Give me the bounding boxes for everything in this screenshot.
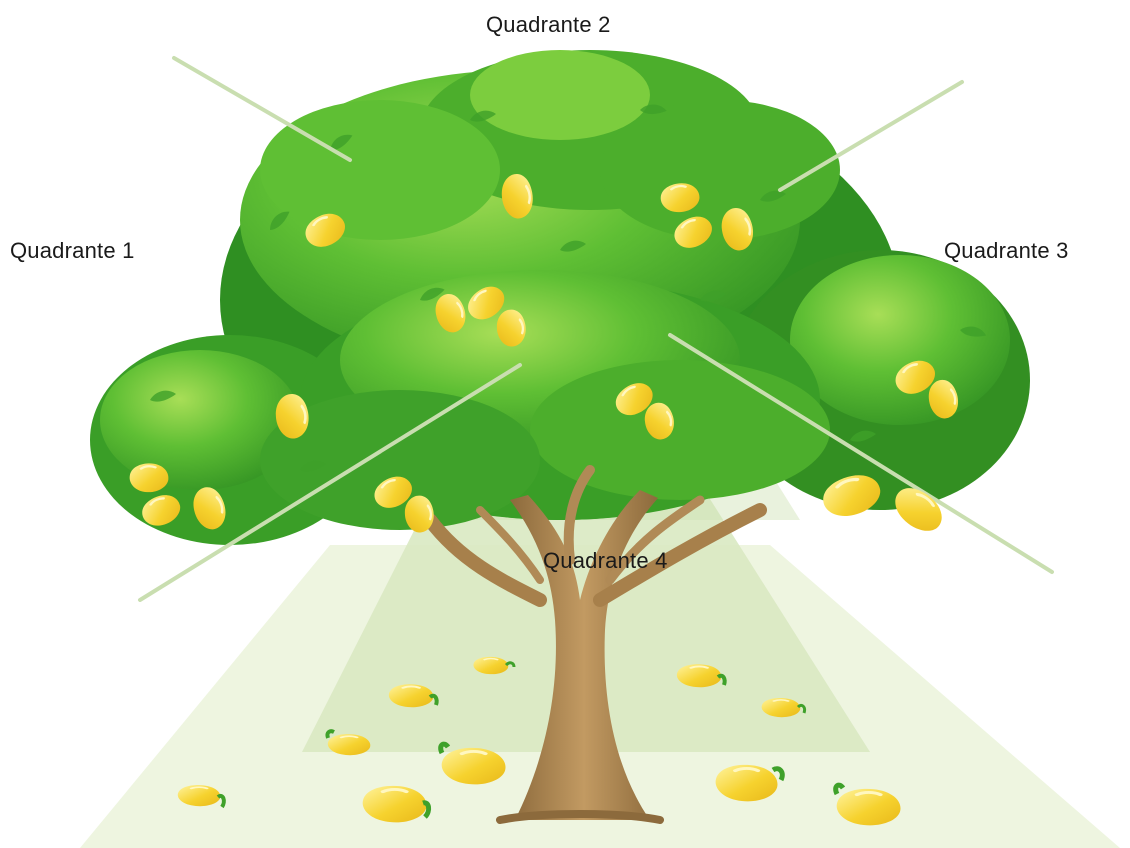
- quadrant-1-label: Quadrante 1: [10, 238, 135, 264]
- quadrant-3-label: Quadrante 3: [944, 238, 1069, 264]
- quadrant-4-label: Quadrante 4: [543, 548, 668, 574]
- quadrant-2-label: Quadrante 2: [486, 12, 611, 38]
